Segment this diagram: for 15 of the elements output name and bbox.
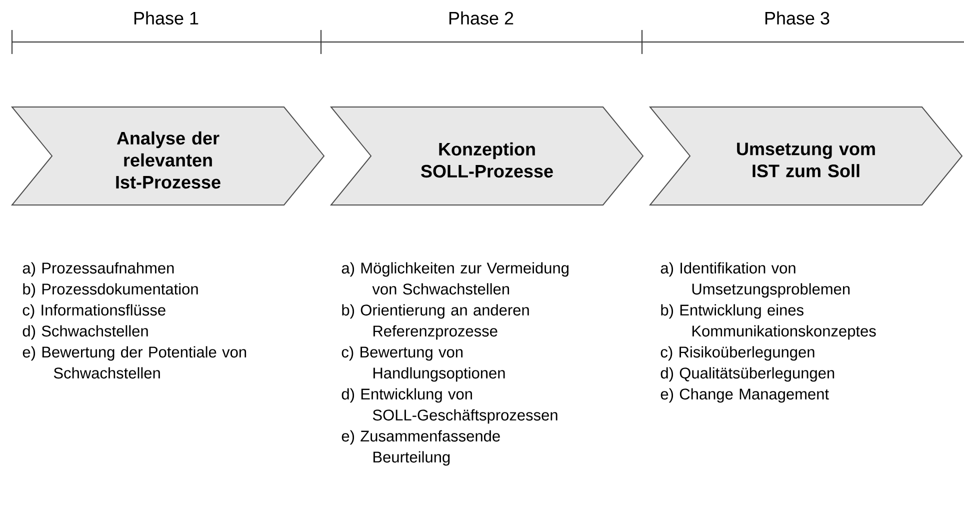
chevron-box: Umsetzung vom IST zum Soll <box>648 106 963 206</box>
chevron-box: Konzeption SOLL-Prozesse <box>330 106 644 206</box>
list-item: c) Informationsflüsse <box>22 304 166 319</box>
list-item: e) Zusammenfassende Beurteilung <box>342 430 500 466</box>
list-item: d) Schwachstellen <box>22 325 148 340</box>
list-item: e) Change Management <box>660 388 829 403</box>
phase-label: Phase 3 <box>765 11 830 25</box>
list-item: d) Qualitätsüberlegungen <box>660 367 834 382</box>
list-item: a) Prozessaufnahmen <box>22 262 174 277</box>
list-item: e) Bewertung der Potentiale von Schwachstellen <box>22 346 246 379</box>
phase-label: Phase 1 <box>134 11 198 25</box>
chevron-box: Analyse der relevanten Ist-Prozesse <box>10 106 325 206</box>
list-item: b) Prozessdokumentation <box>23 283 198 298</box>
phase-label: Phase 2 <box>449 11 514 25</box>
list-item: c) Risikoüberlegungen <box>660 346 814 361</box>
